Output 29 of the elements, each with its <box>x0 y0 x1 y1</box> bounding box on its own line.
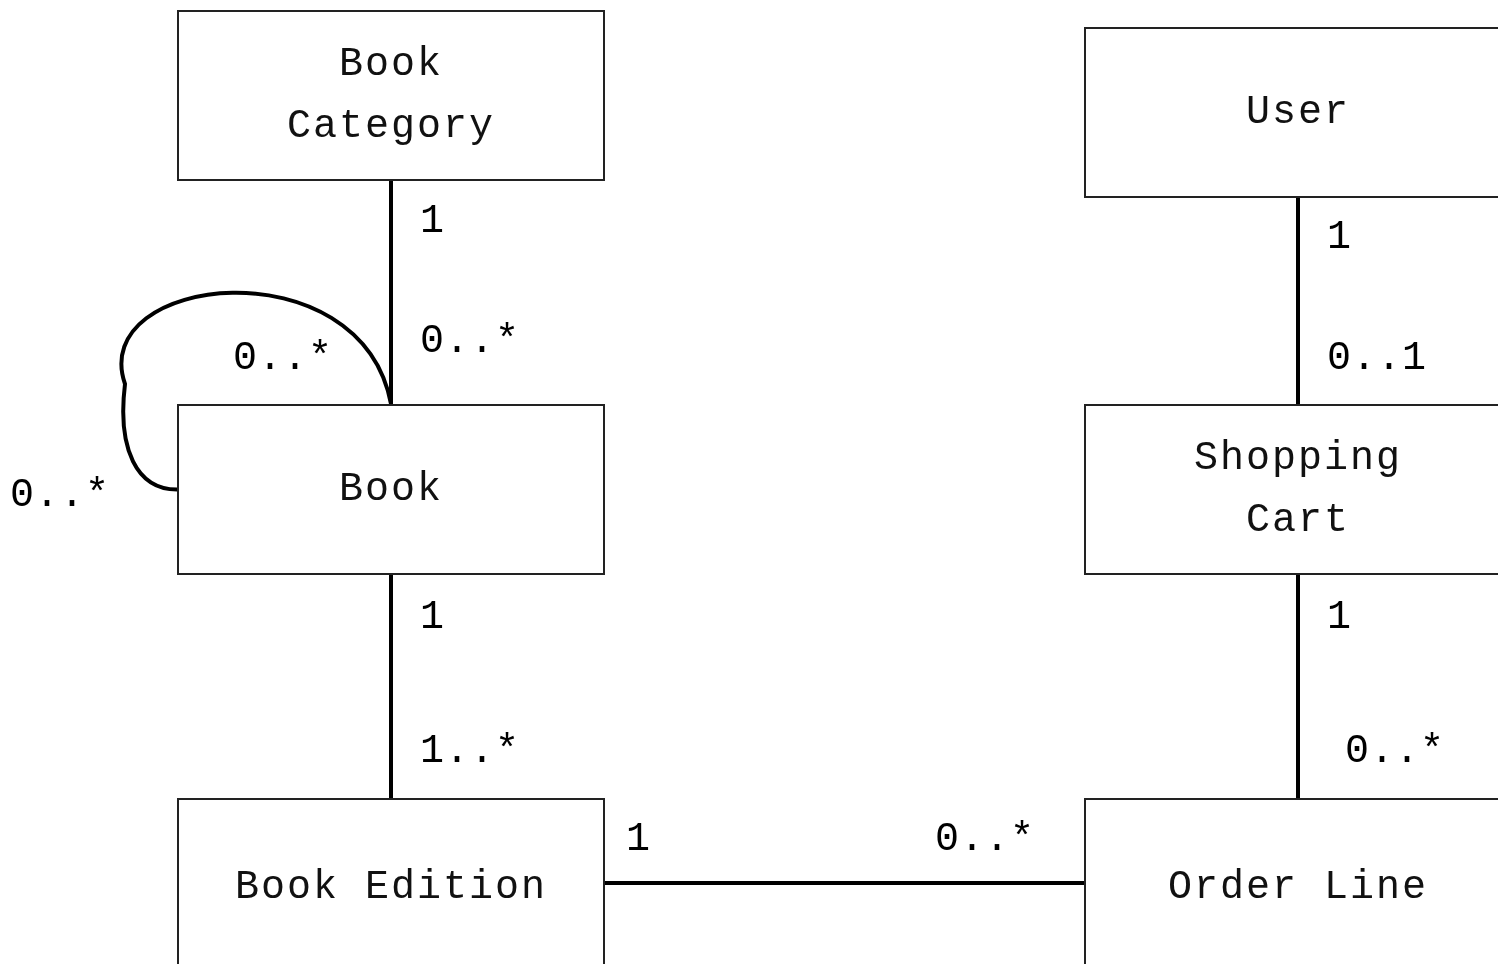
multiplicity-label: 0..1 <box>1327 335 1427 383</box>
multiplicity-label: 1..* <box>420 728 520 776</box>
association-line <box>1296 198 1300 404</box>
multiplicity-label: 0..* <box>420 318 520 366</box>
multiplicity-label: 1 <box>1327 214 1352 262</box>
class-box <box>177 798 605 964</box>
class-name: Shopping Cart <box>1193 434 1403 545</box>
multiplicity-label: 1 <box>1327 594 1352 642</box>
multiplicity-label: 1 <box>420 198 445 246</box>
class-box <box>1084 798 1498 964</box>
class-name: Book <box>339 465 443 514</box>
class-box <box>177 10 605 181</box>
class-name: Book Category <box>286 40 496 151</box>
association-line <box>605 881 1084 885</box>
association-line <box>389 575 393 798</box>
class-box <box>1084 404 1498 575</box>
association-line <box>1296 575 1300 798</box>
class-name: User <box>1246 88 1350 137</box>
multiplicity-label: 1 <box>420 594 445 642</box>
class-name: Order Line <box>1167 864 1428 912</box>
multiplicity-label: 0..* <box>10 472 110 520</box>
class-box <box>1084 27 1498 198</box>
class-name: Book Edition <box>234 864 547 912</box>
multiplicity-label: 0..* <box>1345 728 1445 776</box>
class-box <box>177 404 605 575</box>
association-line <box>389 181 393 404</box>
multiplicity-label: 1 <box>626 816 651 864</box>
multiplicity-label: 0..* <box>233 335 333 383</box>
multiplicity-label: 0..* <box>935 816 1035 864</box>
